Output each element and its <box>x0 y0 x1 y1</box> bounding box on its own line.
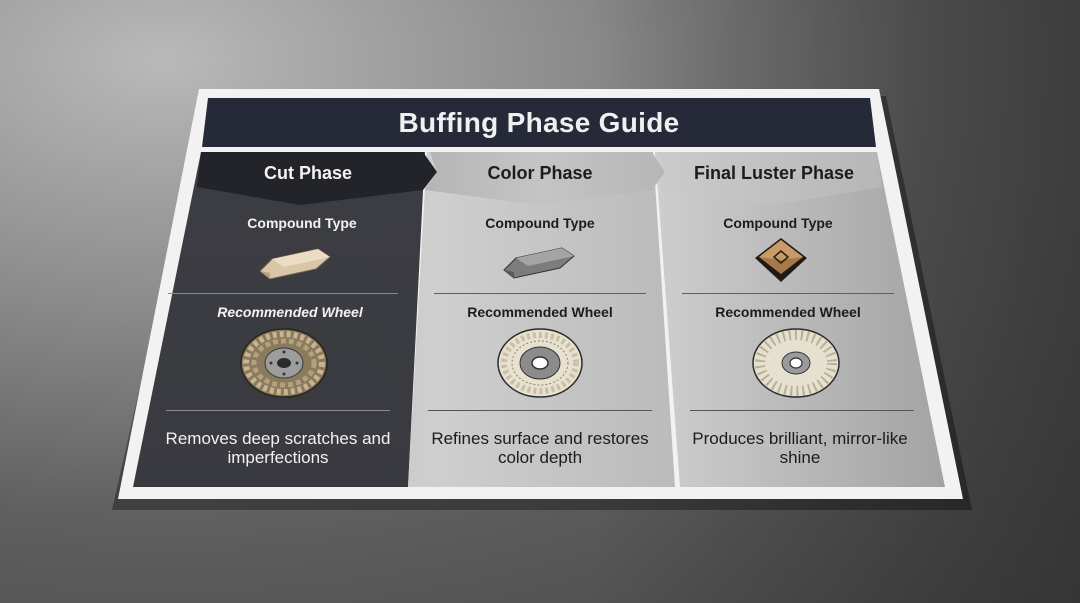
bronze-compound-block-icon <box>755 238 807 282</box>
compound-type-label: Compound Type <box>723 215 833 231</box>
divider <box>428 410 652 411</box>
gray-compound-bar-icon <box>503 247 575 279</box>
page-title: Buffing Phase Guide <box>398 107 680 138</box>
divider <box>682 293 894 294</box>
sisal-rope-wheel-icon <box>240 328 328 398</box>
phase-description: Refines surface and restores color depth <box>431 429 649 467</box>
phase-description: Produces brilliant, mirror-like shine <box>692 429 908 467</box>
recommended-wheel-label: Recommended Wheel <box>467 304 613 320</box>
recommended-wheel-label: Recommended Wheel <box>715 304 861 320</box>
divider <box>690 410 914 411</box>
compound-type-label: Compound Type <box>247 215 357 231</box>
phase-title: Final Luster Phase <box>693 163 855 183</box>
compound-type-label: Compound Type <box>485 215 595 231</box>
stitched-cotton-wheel-icon <box>497 328 583 398</box>
divider <box>434 293 646 294</box>
divider <box>166 410 390 411</box>
tan-compound-bar-icon <box>259 248 331 280</box>
recommended-wheel-label: Recommended Wheel <box>217 304 363 320</box>
loose-flannel-wheel-icon <box>752 328 840 398</box>
phase-description: Removes deep scratches and imperfections <box>165 429 391 467</box>
divider <box>168 293 398 294</box>
phase-title: Color Phase <box>487 163 593 183</box>
phase-title: Cut Phase <box>263 163 353 183</box>
